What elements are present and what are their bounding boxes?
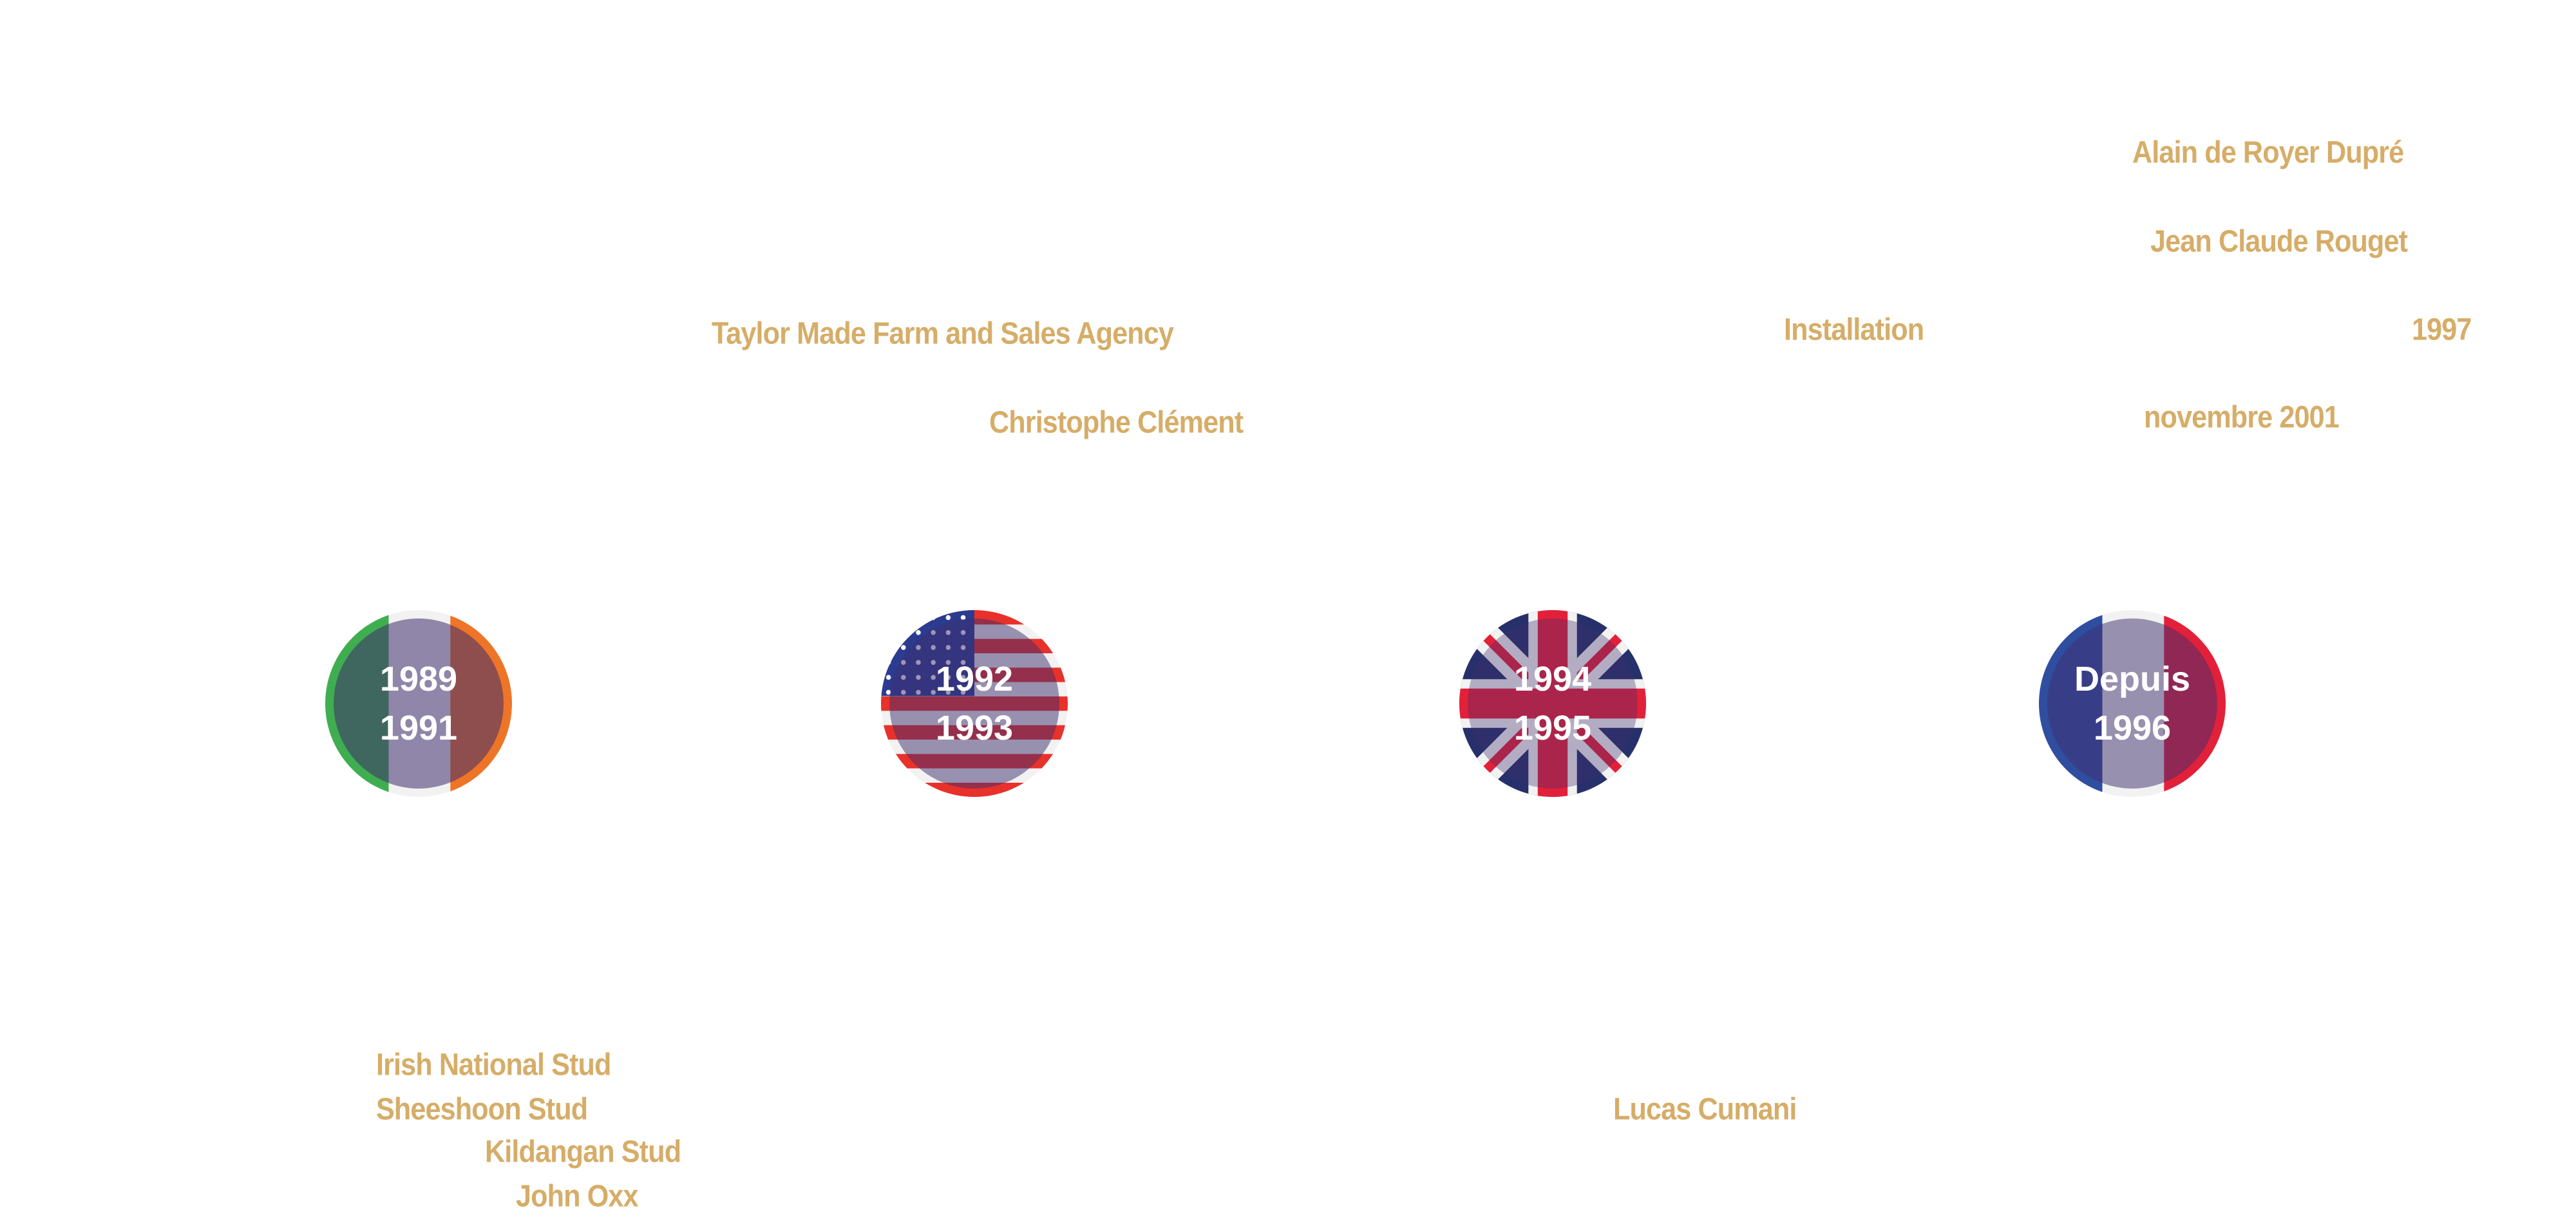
period-start: 1989 xyxy=(379,660,458,698)
france-item: Alain de Royer Dupré xyxy=(2132,135,2404,170)
period-end: 1991 xyxy=(379,709,458,747)
period-end: 1995 xyxy=(1513,709,1592,747)
ireland-flag-badge: 1989 1991 xyxy=(325,610,512,797)
period-start: 1994 xyxy=(1513,660,1592,698)
period-end: 1996 xyxy=(2093,709,2172,747)
usa-flag-badge: 1992 1993 xyxy=(881,610,1068,797)
uk-flag-icon xyxy=(1459,610,1646,797)
ireland-item: Irish National Stud xyxy=(376,1048,611,1082)
ireland-flag-icon xyxy=(325,610,512,797)
ireland-item: Sheeshoon Stud xyxy=(376,1092,588,1127)
france-item: Jean Claude Rouget xyxy=(2150,224,2408,259)
uk-item: Lucas Cumani xyxy=(1613,1092,1797,1127)
france-item: 1997 xyxy=(2412,312,2472,347)
period-start: Depuis xyxy=(2074,660,2191,698)
period-end: 1993 xyxy=(935,709,1014,747)
france-item: novembre 2001 xyxy=(2144,400,2340,435)
uk-flag-badge: 1994 1995 xyxy=(1459,610,1646,797)
ireland-item: John Oxx xyxy=(516,1179,639,1214)
period-start: 1992 xyxy=(935,660,1014,698)
usa-item: Christophe Clément xyxy=(989,405,1244,440)
ireland-item: Kildangan Stud xyxy=(485,1135,681,1169)
france-flag-badge: Depuis 1996 xyxy=(2039,610,2226,797)
france-flag-icon xyxy=(2039,610,2226,797)
france-item: Installation xyxy=(1784,312,1924,347)
usa-item: Taylor Made Farm and Sales Agency xyxy=(712,316,1174,351)
usa-flag-icon xyxy=(881,610,1068,797)
